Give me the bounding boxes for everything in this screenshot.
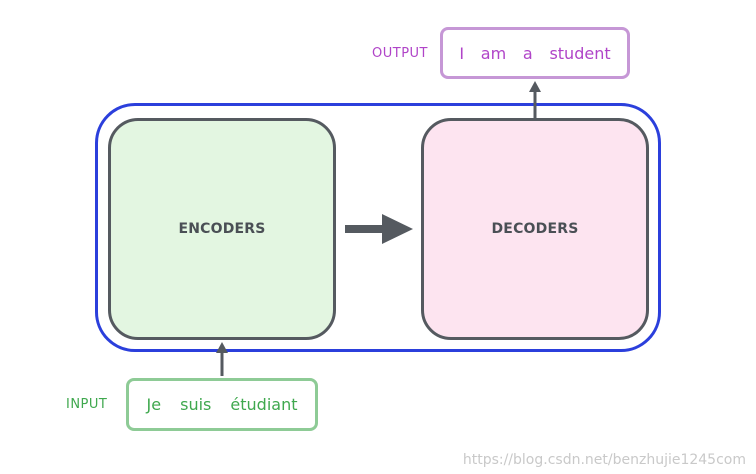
encoders-block: ENCODERS <box>108 118 336 340</box>
output-sentence-box: I am a student <box>440 27 630 79</box>
decoders-block: DECODERS <box>421 118 649 340</box>
watermark-text: https://blog.csdn.net/benzhujie1245com <box>462 452 746 468</box>
input-token: étudiant <box>230 395 298 414</box>
input-label: INPUT <box>66 397 108 412</box>
decoders-label: DECODERS <box>491 221 579 237</box>
output-token: am <box>480 43 507 63</box>
output-token: student <box>549 43 611 63</box>
input-token: Je <box>146 395 162 414</box>
transformer-frame <box>95 103 661 352</box>
encoder-to-decoder-arrow <box>345 214 413 244</box>
output-token: a <box>522 43 533 63</box>
output-label: OUTPUT <box>372 46 428 61</box>
encoders-label: ENCODERS <box>178 221 266 237</box>
output-token: I <box>459 43 465 63</box>
decoder-to-output-arrow <box>529 81 541 118</box>
input-sentence-box: Je suis étudiant <box>126 378 318 431</box>
input-to-encoder-arrow <box>216 342 228 376</box>
input-token: suis <box>180 395 212 414</box>
